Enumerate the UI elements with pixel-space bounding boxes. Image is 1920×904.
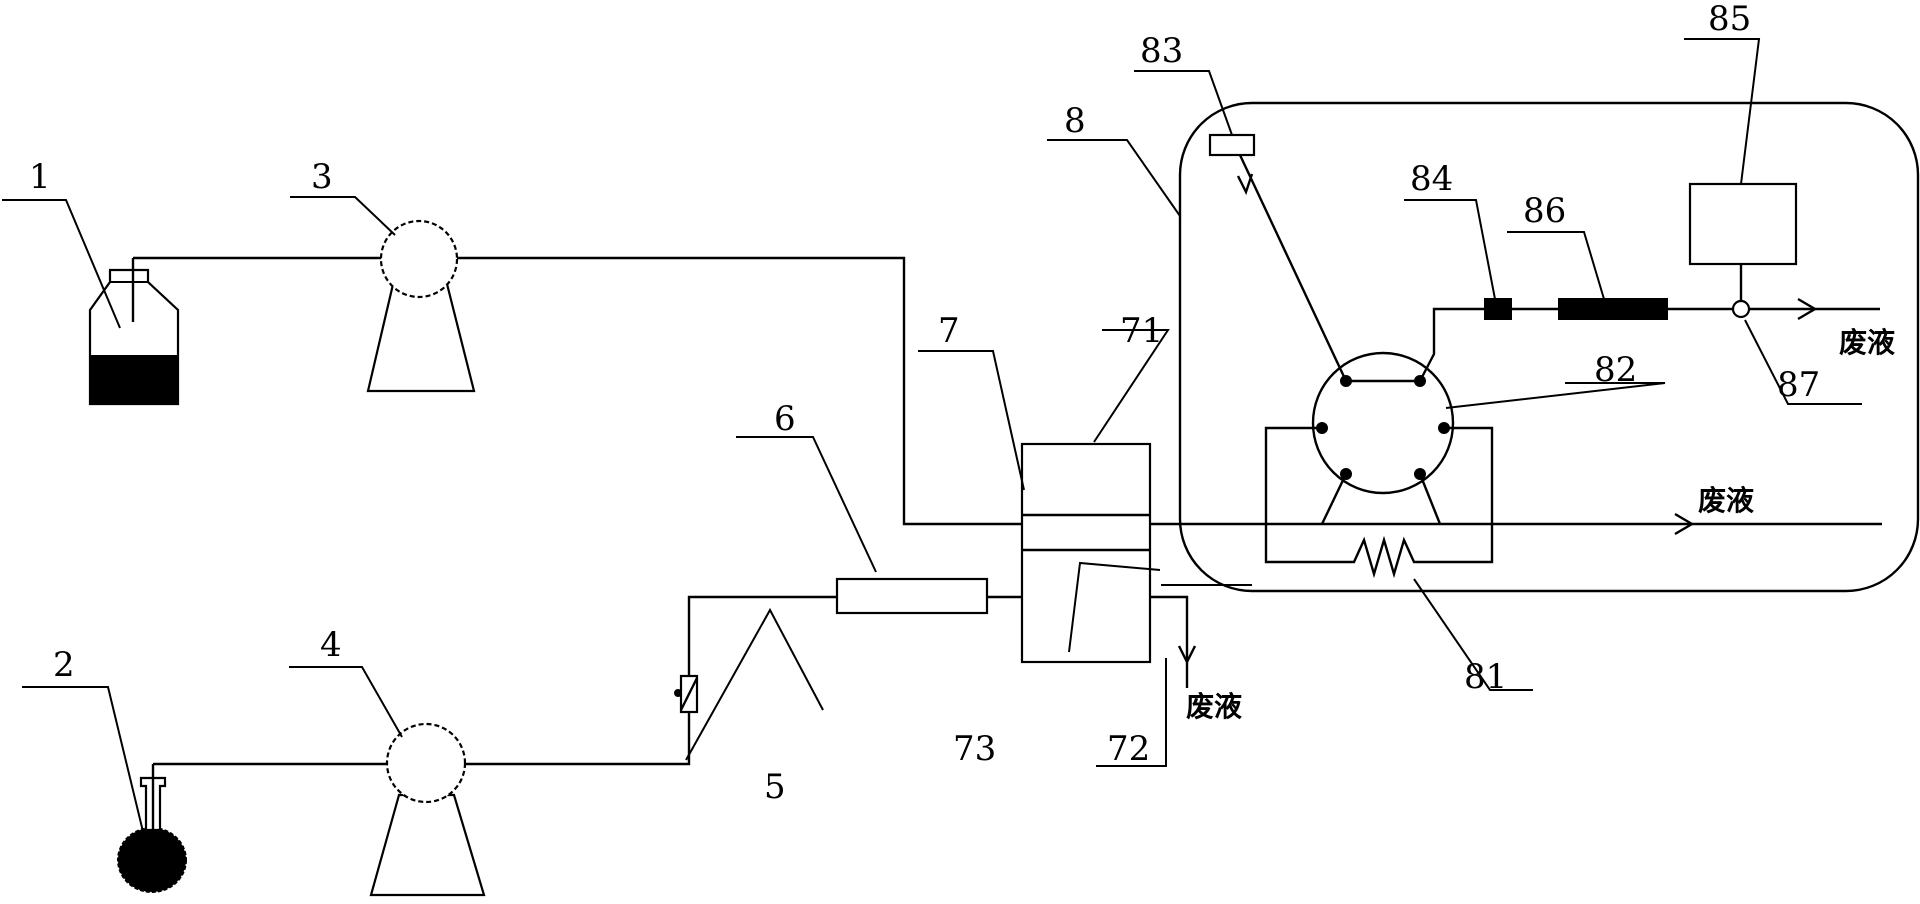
check-valve-5	[674, 674, 699, 714]
label-83: 83	[1140, 31, 1183, 71]
leader-lines	[2, 38, 1862, 845]
waste-label-main: 废液	[1698, 484, 1754, 517]
label-6: 6	[774, 399, 796, 439]
pump-4	[369, 722, 486, 897]
label-81: 81	[1464, 657, 1507, 697]
label-73: 73	[953, 729, 996, 769]
label-86: 86	[1523, 191, 1566, 231]
sample-flask-2	[117, 764, 187, 893]
filter-6	[835, 577, 989, 615]
detection-enclosure-8	[1178, 101, 1920, 593]
label-2: 2	[53, 645, 75, 685]
label-84: 84	[1410, 159, 1453, 199]
waste-label-detector: 废液	[1839, 326, 1895, 359]
waste-label-filter: 废液	[1186, 690, 1242, 723]
label-7: 7	[938, 311, 960, 351]
six-port-valve-82	[1311, 351, 1455, 495]
label-8: 8	[1064, 101, 1086, 141]
membrane-unit-7	[1020, 442, 1152, 664]
label-82: 82	[1594, 350, 1637, 390]
reagent-bottle-1	[88, 258, 180, 406]
label-1: 1	[29, 157, 51, 197]
label-5: 5	[764, 767, 786, 807]
waste-labels: 废液 废液 废液	[1186, 326, 1895, 723]
pump-3	[366, 219, 476, 393]
detector-line	[1418, 182, 1880, 382]
label-3: 3	[311, 157, 333, 197]
callout-labels: 1 3 2 4 5 6 7 71 72 73 8 81 82 83 84 86 …	[29, 0, 1820, 807]
injector-83	[1208, 133, 1348, 382]
sample-loop-81	[1264, 426, 1494, 579]
label-4: 4	[320, 625, 342, 665]
label-87: 87	[1777, 365, 1820, 405]
label-71: 71	[1120, 311, 1163, 351]
label-72: 72	[1107, 729, 1150, 769]
label-85: 85	[1708, 0, 1751, 39]
